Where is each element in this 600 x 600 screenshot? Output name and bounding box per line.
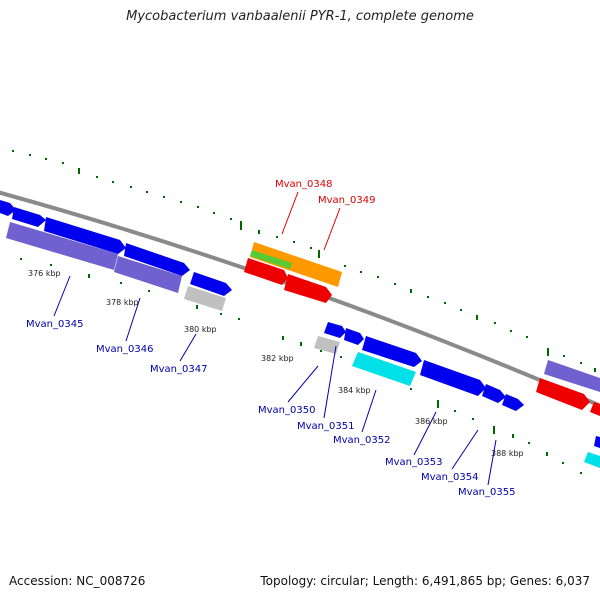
gene-label-mvan-0351[interactable]: Mvan_0351 [297,421,354,432]
scale-label: 384 kbp [338,386,371,395]
scale-labels: 376 kbp 378 kbp 380 kbp 382 kbp 384 kbp … [28,269,524,458]
leader-line [287,365,319,403]
gene-grey[interactable] [184,286,226,311]
genome-backbone [0,190,600,408]
scale-label: 388 kbp [491,449,524,458]
gene-green[interactable] [250,250,292,269]
gene-lavender[interactable] [6,222,118,270]
gene-label-mvan-0346[interactable]: Mvan_0346 [96,344,153,355]
forward-strand-genes [0,200,600,392]
scale-label: 378 kbp [106,298,139,307]
leader-line [487,439,497,486]
gene-red[interactable] [536,378,590,410]
leader-line [125,297,141,342]
leader-line [413,411,437,456]
gene-cyan[interactable] [352,352,416,386]
leader-line [451,429,479,470]
gene-arrow[interactable] [12,207,46,227]
gene-cyan[interactable] [584,452,600,468]
gene-label-mvan-0348[interactable]: Mvan_0348 [275,179,332,190]
gene-arrow[interactable] [482,384,506,403]
gene-label-mvan-0345[interactable]: Mvan_0345 [26,319,83,330]
gene-arrow[interactable] [0,200,16,216]
gene-label-mvan-0355[interactable]: Mvan_0355 [458,487,515,498]
leader-line [281,191,299,235]
gene-arrow[interactable] [324,322,346,338]
gc-outer-dots [12,150,596,372]
leader-line [179,333,197,362]
gene-arrow[interactable] [44,217,126,254]
gene-label-mvan-0353[interactable]: Mvan_0353 [385,457,442,468]
gene-arrow[interactable] [124,243,190,276]
leader-line [323,345,337,419]
gene-label-mvan-0352[interactable]: Mvan_0352 [333,435,390,446]
gene-red[interactable] [590,402,600,416]
gene-orange[interactable] [250,242,342,287]
gene-arrow[interactable] [594,436,600,448]
gene-label-mvan-0349[interactable]: Mvan_0349 [318,195,375,206]
gene-labels: Mvan_0345 Mvan_0346 Mvan_0347 Mvan_0348 … [26,179,515,498]
genome-title: Mycobacterium vanbaalenii PYR-1, complet… [126,9,474,24]
gene-label-mvan-0347[interactable]: Mvan_0347 [150,364,207,375]
leader-line [361,389,377,433]
leader-line [53,275,71,317]
gene-arrow[interactable] [502,394,524,411]
scale-label: 382 kbp [261,354,294,363]
gene-arrow[interactable] [420,360,486,396]
reverse-strand-genes [6,222,600,468]
accession-text: Accession: NC_008726 [9,574,146,588]
gene-label-mvan-0350[interactable]: Mvan_0350 [258,405,315,416]
gene-red[interactable] [244,258,288,285]
scale-label: 376 kbp [28,269,61,278]
genome-summary-text: Topology: circular; Length: 6,491,865 bp… [260,574,590,588]
gene-label-leaders [53,191,497,486]
scale-label: 380 kbp [184,325,217,334]
gene-lavender[interactable] [114,256,182,293]
gene-arrow[interactable] [190,272,232,296]
gene-arrow[interactable] [344,328,364,345]
gene-label-mvan-0354[interactable]: Mvan_0354 [421,472,478,483]
gene-red[interactable] [284,274,332,303]
gene-grey[interactable] [314,336,340,354]
leader-line [323,207,341,251]
gene-arrow[interactable] [544,360,600,392]
gene-arrow[interactable] [362,336,422,367]
